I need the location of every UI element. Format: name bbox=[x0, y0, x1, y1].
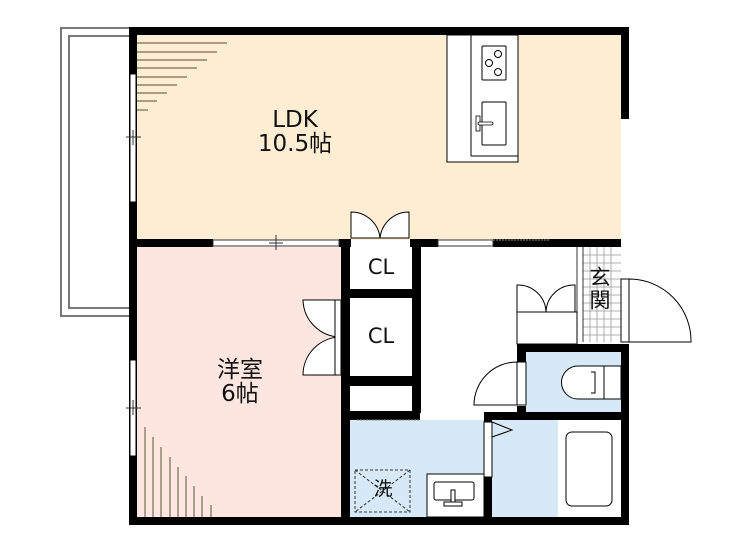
windows bbox=[126, 73, 550, 457]
bathtub-icon bbox=[565, 431, 613, 507]
entrance-tiles bbox=[576, 247, 621, 342]
western-room-size: 6帖 bbox=[221, 381, 259, 408]
ldk-area bbox=[137, 35, 621, 240]
western-room-area bbox=[137, 247, 341, 517]
closet-1-area bbox=[350, 247, 412, 289]
entrance-label: 玄関 bbox=[587, 266, 612, 312]
washer-label: 洗 bbox=[373, 478, 393, 500]
washbasin-icon bbox=[426, 473, 485, 518]
closet-2-area bbox=[350, 298, 412, 376]
washing-machine-icon bbox=[354, 469, 411, 513]
storage-area bbox=[350, 386, 412, 411]
bath-anteroom-area bbox=[492, 420, 558, 517]
walls bbox=[129, 27, 629, 525]
sink-icon bbox=[475, 101, 507, 146]
stair-hatching-ldk bbox=[137, 42, 227, 111]
balcony bbox=[60, 27, 132, 317]
toilet-icon bbox=[561, 365, 622, 400]
western-room-label: 洋室 6帖 bbox=[190, 358, 290, 406]
western-room-name: 洋室 bbox=[217, 357, 263, 383]
ldk-size: 10.5帖 bbox=[257, 131, 333, 158]
ldk-label: LDK 10.5帖 bbox=[245, 108, 345, 156]
stair-hatching-bedroom bbox=[144, 427, 212, 517]
stove-icon bbox=[481, 45, 507, 81]
closet-1-label: CL bbox=[367, 255, 395, 279]
kitchen-counter bbox=[446, 34, 519, 163]
closet-2-label: CL bbox=[367, 324, 395, 348]
ldk-name: LDK bbox=[272, 107, 318, 133]
doors bbox=[302, 211, 692, 478]
